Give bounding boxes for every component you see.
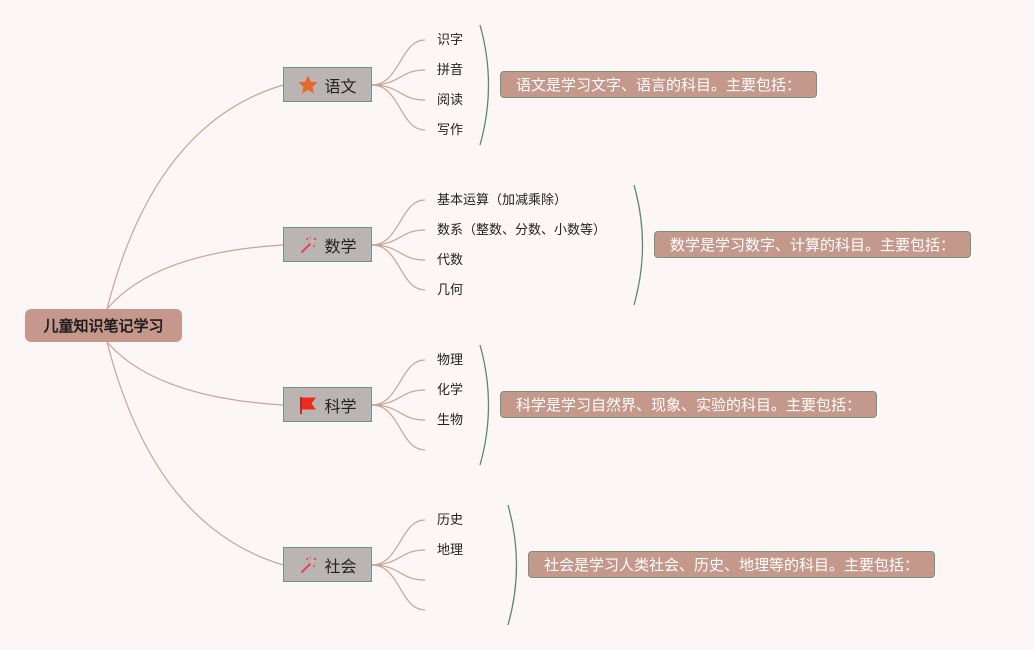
item-kexue-3[interactable]: 生物 [437, 413, 464, 428]
shehui-summary-bracket [507, 504, 518, 626]
yuwen-item-branch-1 [371, 39, 426, 86]
item-kexue-1[interactable]: 物理 [437, 353, 464, 368]
yuwen-item-branch-4 [371, 84, 426, 131]
subject-label: 社会 [324, 556, 357, 576]
item-shuxue-2[interactable]: 数系（整数、分数、小数等） [437, 223, 607, 238]
root-branch-shuxue [106, 244, 284, 310]
root-branch-shehui [106, 341, 284, 566]
kexue-summary-bracket [479, 344, 490, 466]
item-shuxue-1[interactable]: 基本运算（加减乘除） [437, 193, 568, 208]
summary-yuwen[interactable]: 语文是学习文字、语言的科目。主要包括： [500, 71, 818, 98]
root-topic[interactable]: 儿童知识笔记学习 [25, 309, 182, 342]
item-shehui-1[interactable]: 历史 [437, 513, 464, 528]
yuwen-item-branch-2 [371, 69, 426, 86]
shuxue-item-branch-3 [371, 244, 426, 261]
red-flag-icon [298, 395, 318, 415]
shehui-item-branch-3 [371, 564, 426, 581]
shehui-item-branch-2 [371, 549, 426, 566]
item-shuxue-3[interactable]: 代数 [437, 253, 464, 268]
shuxue-item-branch-2 [371, 229, 426, 246]
magic-wand-icon [298, 235, 318, 255]
item-yuwen-3[interactable]: 阅读 [437, 93, 464, 108]
shuxue-summary-bracket [633, 184, 644, 306]
kexue-item-branch-1 [371, 359, 426, 406]
star-icon [298, 75, 318, 95]
subject-shehui[interactable]: 社会 [283, 547, 372, 582]
item-shehui-2[interactable]: 地理 [437, 543, 464, 558]
summary-shuxue[interactable]: 数学是学习数字、计算的科目。主要包括： [654, 231, 972, 258]
subject-kexue[interactable]: 科学 [283, 387, 372, 422]
kexue-item-branch-2 [371, 389, 426, 406]
root-branch-yuwen [106, 84, 284, 310]
shuxue-item-branch-4 [371, 244, 426, 291]
item-yuwen-4[interactable]: 写作 [437, 123, 464, 138]
root-branch-kexue [106, 341, 284, 406]
yuwen-item-branch-3 [371, 84, 426, 101]
subject-yuwen[interactable]: 语文 [283, 67, 372, 102]
summary-shehui[interactable]: 社会是学习人类社会、历史、地理等的科目。主要包括： [528, 551, 936, 578]
shehui-item-branch-4 [371, 564, 426, 611]
summary-kexue[interactable]: 科学是学习自然界、现象、实验的科目。主要包括： [500, 391, 878, 418]
kexue-item-branch-4 [371, 404, 426, 451]
subject-label: 数学 [324, 236, 357, 256]
shehui-item-branch-1 [371, 519, 426, 566]
subject-label: 语文 [324, 76, 357, 96]
item-yuwen-1[interactable]: 识字 [437, 33, 464, 48]
kexue-item-branch-3 [371, 404, 426, 421]
subject-shuxue[interactable]: 数学 [283, 227, 372, 262]
subject-label: 科学 [324, 396, 357, 416]
item-yuwen-2[interactable]: 拼音 [437, 63, 464, 78]
item-shuxue-4[interactable]: 几何 [437, 283, 464, 298]
yuwen-summary-bracket [479, 24, 490, 146]
item-kexue-2[interactable]: 化学 [437, 383, 464, 398]
magic-wand-icon [298, 555, 318, 575]
shuxue-item-branch-1 [371, 199, 426, 246]
